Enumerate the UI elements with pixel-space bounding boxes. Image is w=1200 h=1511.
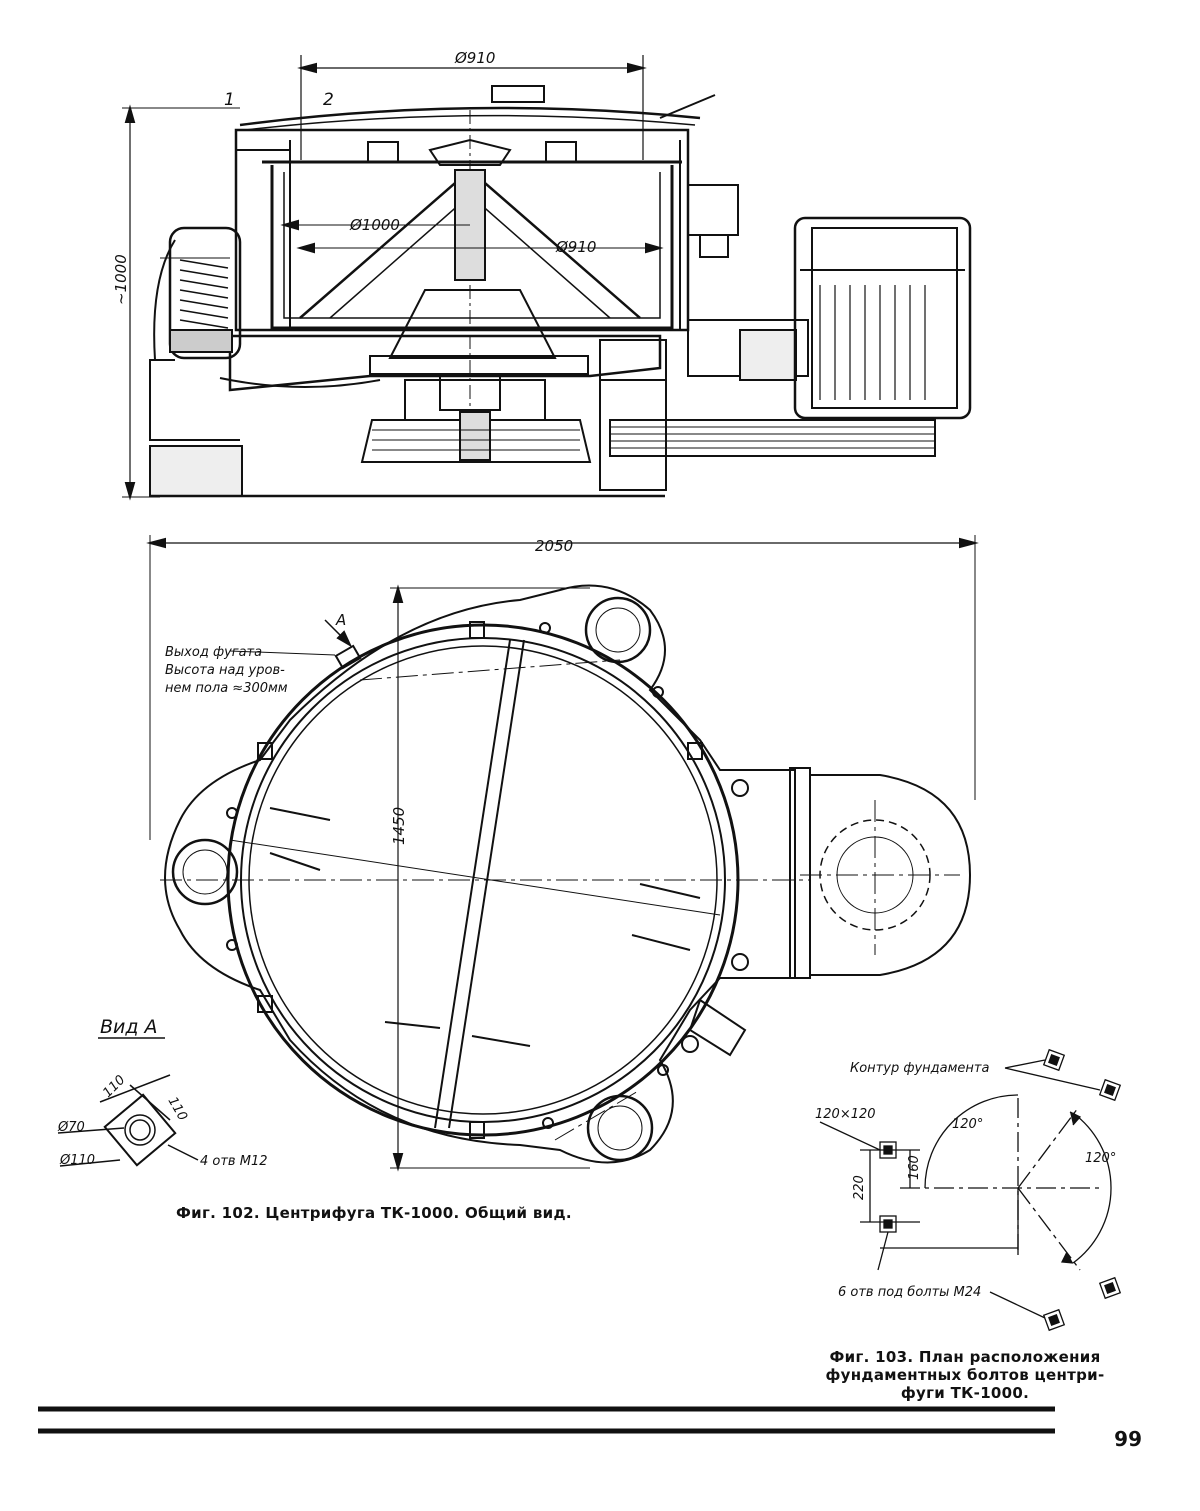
view-a-marker: A [335,611,346,629]
page-number: 99 [1114,1427,1142,1451]
outlet-note-line3: нем пола ≈300мм [165,681,288,696]
dim-220: 220 [852,1175,867,1200]
dim-inner-diameter-1000: Ø1000 [349,216,400,234]
figure-103-caption-line3: фуги ТК-1000. [815,1384,1115,1402]
figure-102-caption: Фиг. 102. Центрифуга ТК-1000. Общий вид. [176,1204,572,1222]
label-part-1: 1 [224,90,235,110]
view-a-dim-70: Ø70 [57,1120,85,1135]
dim-160: 160 [907,1155,922,1180]
angle-label-1: 120° [952,1117,983,1132]
figure-103-caption: Фиг. 103. План расположения фундаментных… [815,1348,1115,1402]
label-foundation-contour: Контур фундамента [850,1061,989,1076]
angle-label-2: 120° [1085,1151,1116,1166]
view-a-dim-110-c: Ø110 [59,1153,95,1168]
dim-height: ~1000 [112,254,130,305]
page-bottom-rules [38,1409,1055,1431]
label-bolt-square: 120×120 [815,1107,876,1122]
view-a-dim-110-a: 110 [100,1073,128,1101]
dim-top-diameter: Ø910 [454,49,495,67]
view-a-title: Вид А [100,1016,158,1038]
figure-103-caption-line2: фундаментных болтов центри- [815,1366,1115,1384]
centrifuge-section-view [122,55,970,497]
label-bolt-holes: 6 отв под болты М24 [838,1285,981,1300]
view-a-holes: 4 отв М12 [200,1154,267,1169]
figure-103-caption-line1: Фиг. 103. План расположения [815,1348,1115,1366]
outlet-note-line2: Высота над уров- [165,663,285,678]
dim-plan-height: 1450 [390,807,408,845]
dim-total-length: 2050 [535,537,573,555]
label-part-2: 2 [323,90,334,110]
outlet-note-line1: Выход фугата [165,645,262,660]
dim-inner-diameter-910: Ø910 [555,238,596,256]
